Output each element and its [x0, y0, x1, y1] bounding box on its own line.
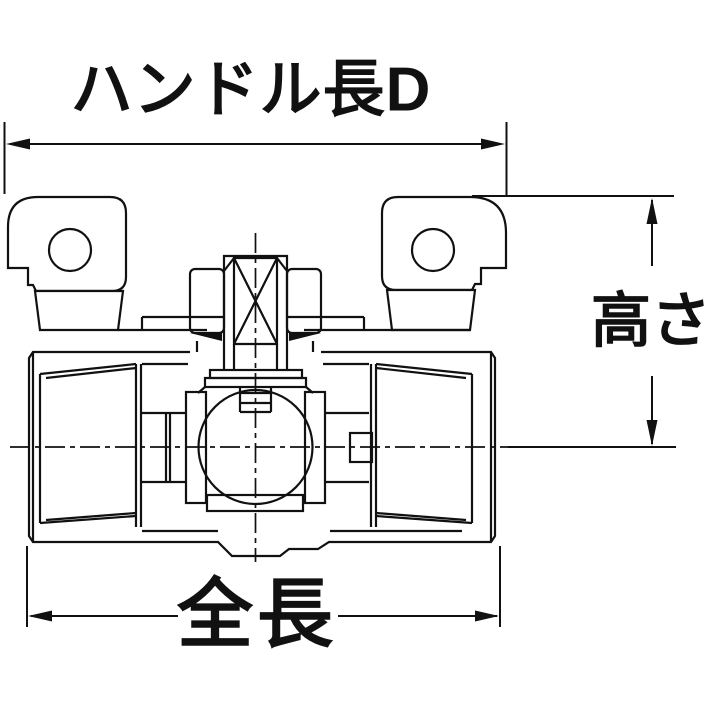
dim-top-extension-lines	[3, 122, 508, 197]
handle	[6, 195, 508, 332]
left-socket-bore	[38, 362, 143, 527]
dim-height-arrow-up	[646, 198, 658, 224]
dim-height-arrow-down	[646, 420, 658, 446]
handle-right-hole	[410, 227, 456, 273]
dim-top-arrow-right	[481, 138, 505, 150]
handle-left-grip	[6, 195, 128, 293]
handle-left-hole	[47, 227, 93, 273]
flow-channel-lines	[141, 411, 369, 484]
dim-bottom-arrow-right	[475, 610, 499, 622]
body-shell-outline	[27, 350, 497, 558]
right-packing-nut	[285, 267, 323, 335]
dim-height: 高さ	[472, 195, 711, 448]
right-socket-bore	[369, 362, 474, 527]
stem-neck	[222, 344, 289, 370]
handle-arm-lines	[118, 315, 470, 332]
body-inner-lines	[31, 352, 493, 542]
height-label: 高さ	[591, 288, 711, 355]
dim-total-length: 全長	[26, 546, 501, 658]
flange-shoulder-chamfers	[197, 386, 314, 394]
left-packing-nut	[188, 267, 226, 335]
dim-bottom-arrow-left	[28, 610, 52, 622]
washer-wedges	[190, 333, 321, 341]
dim-handle-length: ハンドル長D	[3, 56, 508, 197]
handle-length-label: ハンドル長D	[71, 56, 432, 125]
handle-left-skirt	[33, 289, 125, 332]
handle-right-grip	[380, 195, 508, 292]
total-length-label: 全長	[176, 573, 337, 658]
washer-posts	[195, 341, 315, 352]
centerlines	[10, 233, 508, 562]
dim-top-arrow-left	[6, 138, 30, 150]
valve-body	[27, 350, 497, 558]
handle-right-skirt	[385, 288, 477, 332]
dim-bottom-extension-lines	[26, 546, 501, 627]
